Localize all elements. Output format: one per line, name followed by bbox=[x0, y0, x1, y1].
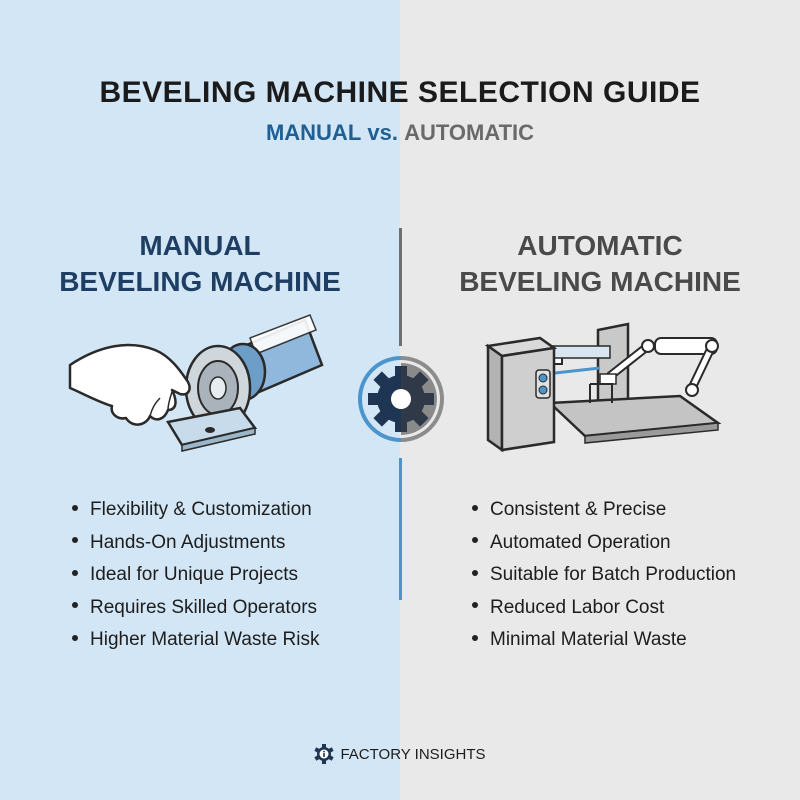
bullet-icon bbox=[72, 537, 78, 544]
automatic-feature-item: Reduced Labor Cost bbox=[472, 594, 736, 627]
divider-bottom bbox=[399, 458, 402, 600]
subtitle-manual: MANUAL bbox=[265, 120, 362, 145]
gear-icon bbox=[358, 356, 444, 442]
bullet-icon bbox=[72, 602, 78, 609]
automatic-heading-line2: BEVELING MACHINE bbox=[459, 266, 741, 297]
footer: FACTORY INSIGHTS bbox=[0, 744, 800, 768]
page-subtitle: MANUAL vs. AUTOMATIC bbox=[0, 120, 800, 146]
automatic-feature-item: Minimal Material Waste bbox=[472, 626, 736, 659]
bullet-icon bbox=[472, 634, 478, 641]
manual-feature-item: Flexibility & Customization bbox=[72, 496, 319, 529]
bullet-icon bbox=[472, 569, 478, 576]
manual-feature-item: Hands-On Adjustments bbox=[72, 529, 319, 562]
automatic-feature-item: Suitable for Batch Production bbox=[472, 561, 736, 594]
bullet-icon bbox=[472, 602, 478, 609]
manual-feature-list: Flexibility & Customization Hands-On Adj… bbox=[72, 496, 319, 659]
bullet-icon bbox=[472, 537, 478, 544]
info-gear-icon bbox=[314, 744, 335, 764]
footer-brand: FACTORY INSIGHTS bbox=[340, 745, 486, 763]
divider-top bbox=[399, 228, 402, 346]
automatic-feature-list: Consistent & Precise Automated Operation… bbox=[472, 496, 736, 659]
page-title: BEVELING MACHINE SELECTION GUIDE bbox=[99, 76, 701, 109]
manual-feature-item: Ideal for Unique Projects bbox=[72, 561, 319, 594]
automatic-feature-item: Consistent & Precise bbox=[472, 496, 736, 529]
subtitle-automatic: AUTOMATIC bbox=[404, 120, 535, 145]
automatic-feature-item: Automated Operation bbox=[472, 529, 736, 562]
manual-heading: MANUAL BEVELING MACHINE bbox=[0, 228, 400, 300]
automatic-heading-line1: AUTOMATIC bbox=[517, 230, 683, 261]
operator-hand bbox=[68, 343, 191, 426]
work-table bbox=[547, 394, 722, 444]
robot-arm bbox=[589, 337, 719, 403]
manual-heading-line1: MANUAL bbox=[139, 230, 261, 261]
bullet-icon bbox=[72, 569, 78, 576]
bullet-icon bbox=[72, 634, 78, 641]
bullet-icon bbox=[472, 504, 478, 511]
manual-feature-item: Higher Material Waste Risk bbox=[72, 626, 319, 659]
manual-heading-line2: BEVELING MACHINE bbox=[59, 266, 341, 297]
subtitle-vs: vs. bbox=[367, 120, 398, 145]
metal-plate bbox=[165, 406, 258, 452]
automatic-heading: AUTOMATIC BEVELING MACHINE bbox=[400, 228, 800, 300]
bullet-icon bbox=[72, 504, 78, 511]
automatic-bevel-illustration bbox=[484, 322, 722, 453]
control-cabinet bbox=[484, 336, 558, 453]
manual-bevel-illustration bbox=[68, 314, 324, 452]
manual-feature-item: Requires Skilled Operators bbox=[72, 594, 319, 627]
